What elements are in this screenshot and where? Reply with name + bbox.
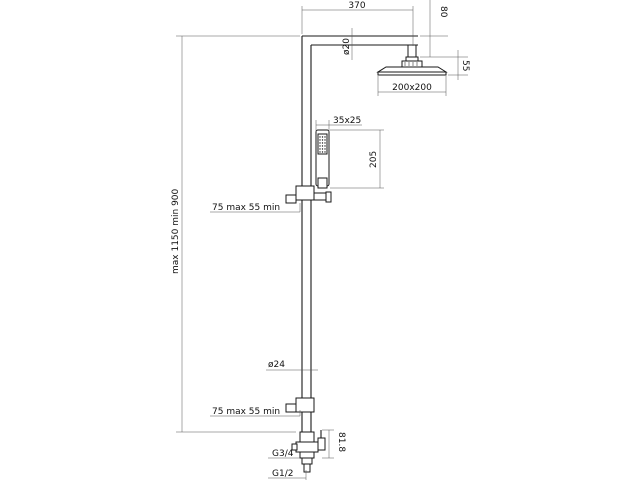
dim-arm-diameter-label: ø20 xyxy=(342,38,352,55)
dim-valve-height: 81.8 xyxy=(322,429,346,459)
shower-head xyxy=(376,44,448,76)
dim-top-height: 80 xyxy=(420,0,448,57)
dim-overall-height: max 1150 min 900 xyxy=(171,35,300,433)
dim-lower-holder-label: 75 max 55 min xyxy=(212,407,280,417)
dim-handset-size-label: 35x25 xyxy=(333,116,361,126)
dim-valve-height-label: 81.8 xyxy=(336,432,346,452)
dim-riser-diameter: ø24 xyxy=(266,360,318,371)
upper-holder xyxy=(285,185,332,204)
lower-holder xyxy=(285,397,315,413)
dim-handset-size: 35x25 xyxy=(315,116,362,132)
dim-outlet-thread-label: G3/4 xyxy=(272,449,294,459)
dim-upper-holder-label: 75 max 55 min xyxy=(212,203,280,213)
riser-pipe xyxy=(301,35,418,432)
dim-top-height-label: 80 xyxy=(438,6,448,18)
dim-arm-length-label: 370 xyxy=(348,1,365,11)
dim-handset-length: 205 xyxy=(330,129,384,189)
dim-inlet-thread: G1/2 xyxy=(268,469,307,480)
dim-arm-diameter: ø20 xyxy=(342,28,353,60)
dim-head-size-label: 200x200 xyxy=(392,83,432,93)
hand-shower xyxy=(315,129,330,189)
dim-head-height: 55 xyxy=(420,50,470,80)
dim-head-height-label: 55 xyxy=(460,60,470,71)
dim-arm-length: 370 xyxy=(301,1,414,46)
dim-overall-height-label: max 1150 min 900 xyxy=(171,188,181,274)
dim-outlet-thread: G3/4 xyxy=(268,449,300,459)
dim-upper-holder: 75 max 55 min xyxy=(210,203,301,213)
dim-head-size: 200x200 xyxy=(377,76,447,96)
dim-lower-holder: 75 max 55 min xyxy=(210,407,301,417)
dim-handset-length-label: 205 xyxy=(369,151,379,168)
dim-inlet-thread-label: G1/2 xyxy=(272,469,293,479)
dim-riser-diameter-label: ø24 xyxy=(268,360,285,370)
mixer-valve xyxy=(291,430,326,473)
